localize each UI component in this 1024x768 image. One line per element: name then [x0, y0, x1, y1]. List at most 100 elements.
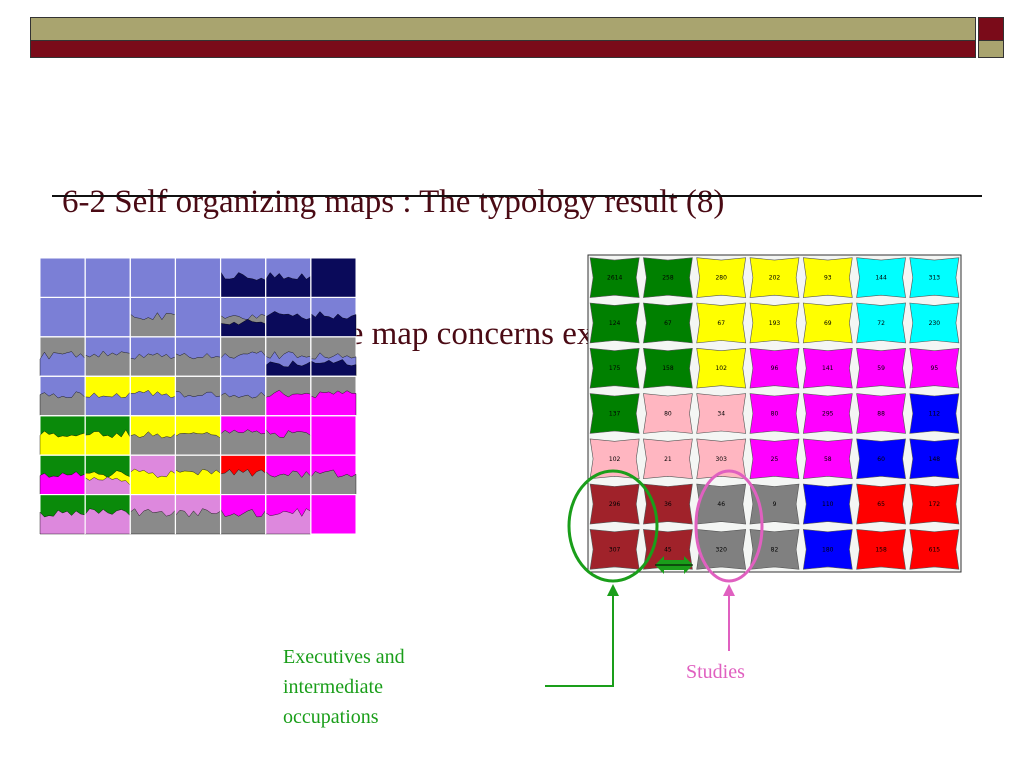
profile-cell — [265, 454, 312, 496]
profile-cell — [129, 494, 176, 535]
profile-cell — [220, 257, 267, 298]
profile-cell-bg — [129, 257, 176, 298]
profile-layer — [130, 390, 176, 416]
profile-cell — [174, 257, 222, 298]
profile-layer — [175, 353, 221, 377]
profile-layer — [175, 469, 221, 495]
som-cell-shape — [802, 529, 853, 570]
som-cell-shape — [909, 393, 960, 434]
som-cell-shape — [856, 483, 906, 525]
som-cell-shape — [696, 347, 747, 389]
profile-cell — [220, 454, 267, 496]
som-cell-count: 296 — [609, 501, 621, 508]
som-cell: 280 — [696, 257, 747, 298]
som-cell: 144 — [856, 257, 906, 298]
executives-arrowhead — [607, 584, 619, 596]
profile-cell — [310, 454, 357, 496]
executives-label-line: occupations — [283, 706, 379, 728]
som-cell-shape — [802, 483, 853, 525]
profile-cell — [265, 415, 312, 456]
som-cell-count: 110 — [822, 501, 834, 508]
profile-layer — [220, 319, 266, 338]
profile-cell-bg — [39, 257, 86, 298]
profile-cell — [265, 296, 312, 338]
profile-layer — [220, 350, 266, 377]
profile-grid — [39, 257, 357, 535]
double-arrow — [655, 556, 693, 574]
som-cell: 175 — [589, 347, 640, 389]
profile-cell-bg — [84, 296, 131, 338]
som-cell-count: 67 — [664, 320, 672, 327]
som-cell-shape — [589, 393, 640, 434]
title-divider — [52, 195, 982, 197]
som-cell: 25 — [749, 438, 800, 480]
profile-layer — [265, 429, 312, 456]
profile-layer — [310, 311, 357, 338]
executives-label-line: intermediate — [283, 676, 383, 698]
som-cell: 96 — [749, 347, 800, 389]
executives-ellipse — [567, 469, 659, 583]
som-cell-count: 615 — [929, 546, 941, 553]
som-cell-shape — [643, 438, 693, 480]
profile-cell — [129, 296, 176, 338]
som-cell-shape — [643, 302, 693, 344]
studies-label: Studies — [686, 661, 745, 683]
som-cell-shape — [856, 347, 906, 389]
som-cell-count: 158 — [662, 365, 674, 372]
profile-layer — [130, 508, 176, 535]
som-cell-shape — [909, 257, 960, 298]
som-cell: 202 — [749, 257, 800, 298]
slide-title-line-1: 6-2 Self organizing maps : The typology … — [62, 184, 725, 220]
profile-layer — [130, 352, 176, 377]
profile-cell — [84, 336, 131, 377]
som-cell-shape — [909, 347, 960, 389]
som-cell-count: 34 — [717, 411, 725, 418]
som-cell-shape — [696, 257, 747, 298]
profile-layer — [220, 469, 266, 495]
profile-cell — [129, 257, 176, 298]
som-cell-shape — [856, 302, 906, 344]
som-cell: 102 — [589, 438, 640, 480]
profile-cell — [84, 494, 131, 535]
som-cell-shape — [749, 302, 800, 344]
som-cell: 2614 — [589, 257, 640, 298]
profile-cell — [84, 296, 131, 338]
som-cell: 72 — [856, 302, 906, 344]
som-cell-shape — [856, 257, 906, 298]
som-cell: 148 — [909, 438, 960, 480]
som-cell-count: 2614 — [607, 275, 622, 282]
profile-layer — [130, 431, 176, 456]
som-cell: 307 — [589, 529, 640, 570]
som-cell-shape — [696, 529, 747, 570]
profile-layer — [130, 312, 176, 338]
som-cell-count: 67 — [717, 320, 725, 327]
profile-cell — [129, 336, 176, 377]
executives-label: Executives and intermediate occupations — [283, 642, 463, 732]
profile-cell — [39, 336, 86, 377]
som-cell-shape — [749, 438, 800, 480]
som-cell: 21 — [643, 438, 693, 480]
profile-layer — [310, 390, 357, 416]
profile-layer — [130, 468, 176, 495]
profile-layer — [265, 470, 312, 495]
som-cell-shape — [856, 438, 906, 480]
profile-cell — [310, 375, 357, 417]
som-cell: 59 — [856, 347, 906, 389]
som-cell: 313 — [909, 257, 960, 298]
som-cell-count: 80 — [771, 411, 779, 418]
profile-layer — [175, 390, 221, 416]
som-cell-shape — [589, 257, 640, 298]
som-cell-count: 295 — [822, 411, 834, 418]
profile-cell-bg — [310, 494, 357, 535]
profile-cell — [174, 494, 222, 535]
som-cell-count: 82 — [771, 546, 779, 553]
som-cell-count: 58 — [824, 456, 832, 463]
som-cell-count: 137 — [609, 411, 621, 418]
profile-cell — [220, 494, 267, 535]
corner-block-maroon — [978, 17, 1004, 41]
profile-cell — [39, 257, 86, 298]
profile-layer — [84, 476, 131, 495]
som-cell: 93 — [802, 257, 853, 298]
